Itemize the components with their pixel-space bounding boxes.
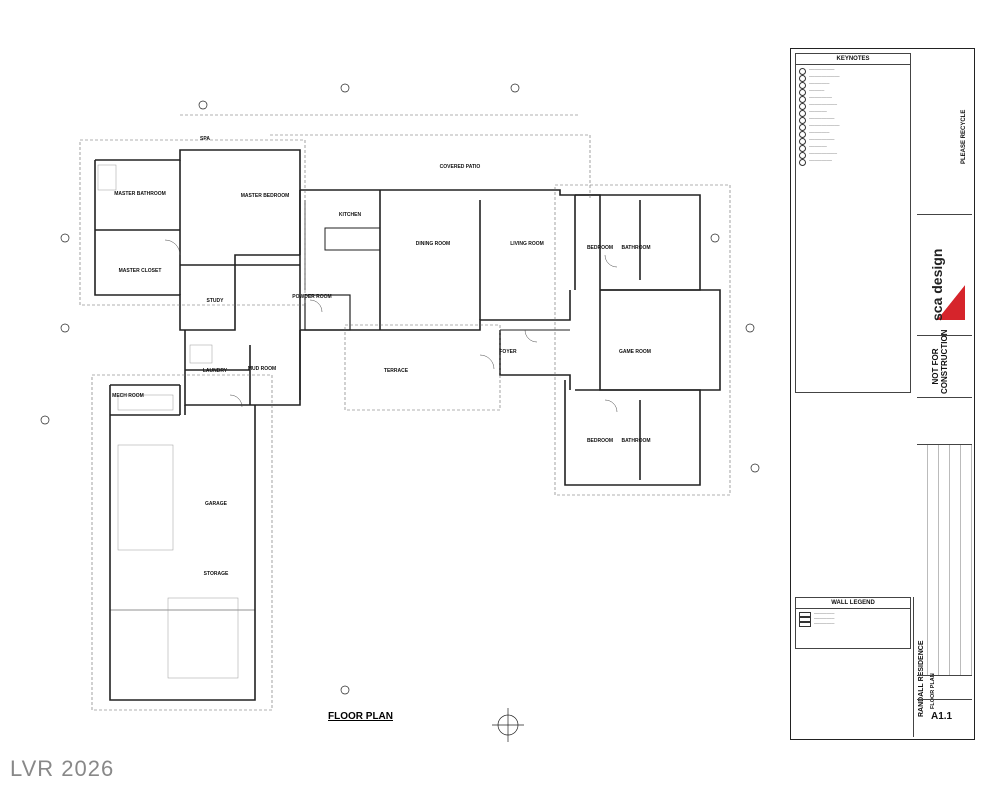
room-label-master-closet: MASTER CLOSET xyxy=(119,268,162,274)
room-label-mech-room: MECH ROOM xyxy=(112,393,144,399)
wall-service xyxy=(184,330,301,406)
keynotes-title: KEYNOTES xyxy=(796,54,910,65)
title-block: KEYNOTES ────────── ──────────── ───────… xyxy=(790,48,975,740)
revisions-grid xyxy=(917,444,972,676)
wall-legend-title: WALL LEGEND xyxy=(796,598,910,609)
room-label-storage: STORAGE xyxy=(204,571,229,577)
room-label-covered-patio: COVERED PATIO xyxy=(440,164,481,170)
room-label-bathroom-2: BATHROOM xyxy=(621,438,650,444)
room-label-study: STUDY xyxy=(207,298,225,304)
room-label-bedroom-2: BEDROOM xyxy=(587,438,613,444)
wall-legend-panel: WALL LEGEND ──────── ──────── ──────── xyxy=(795,597,911,649)
wall-master-wing xyxy=(94,160,300,331)
room-label-kitchen: KITCHEN xyxy=(339,212,362,218)
floor-plan-drawing: SPA MASTER BATHROOM MASTER BEDROOM MASTE… xyxy=(40,83,760,742)
room-label-bedroom-1: BEDROOM xyxy=(587,245,613,251)
firm-name: sca design xyxy=(929,248,945,321)
room-label-terrace: TERRACE xyxy=(384,368,409,374)
wall-right-top xyxy=(575,194,701,291)
room-label-foyer: FOYER xyxy=(499,349,517,355)
room-label-garage: GARAGE xyxy=(205,501,228,507)
wall-game-room xyxy=(599,289,721,391)
sheet-number: A1.1 xyxy=(931,711,953,722)
room-label-bathroom-1: BATHROOM xyxy=(621,245,650,251)
room-label-master-bedroom: MASTER BEDROOM xyxy=(241,193,290,199)
north-arrow-icon xyxy=(492,708,524,742)
keynotes-panel: KEYNOTES ────────── ──────────── ───────… xyxy=(795,53,911,393)
room-label-spa: SPA xyxy=(200,136,210,142)
room-label-powder-room: POWDER ROOM xyxy=(292,294,331,300)
room-label-living-room: LIVING ROOM xyxy=(510,241,544,247)
drawing-title: FLOOR PLAN xyxy=(328,711,393,722)
firm-logo xyxy=(917,214,972,336)
room-label-dining-room: DINING ROOM xyxy=(416,241,450,247)
room-label-game-room: GAME ROOM xyxy=(619,349,651,355)
wall-right-bottom xyxy=(564,380,701,486)
room-label-mud-room: MUD ROOM xyxy=(248,366,276,372)
wall-foyer xyxy=(499,330,571,390)
watermark-text: LVR 2026 xyxy=(10,756,115,781)
wall-central xyxy=(300,189,601,290)
room-label-master-bathroom: MASTER BATHROOM xyxy=(114,191,166,197)
not-for-construction-stamp: NOT FOR CONSTRUCTION xyxy=(931,329,949,394)
room-label-laundry: LAUNDRY xyxy=(203,368,228,374)
wall-garage xyxy=(109,385,256,701)
recycle-note: PLEASE RECYCLE xyxy=(961,109,967,164)
